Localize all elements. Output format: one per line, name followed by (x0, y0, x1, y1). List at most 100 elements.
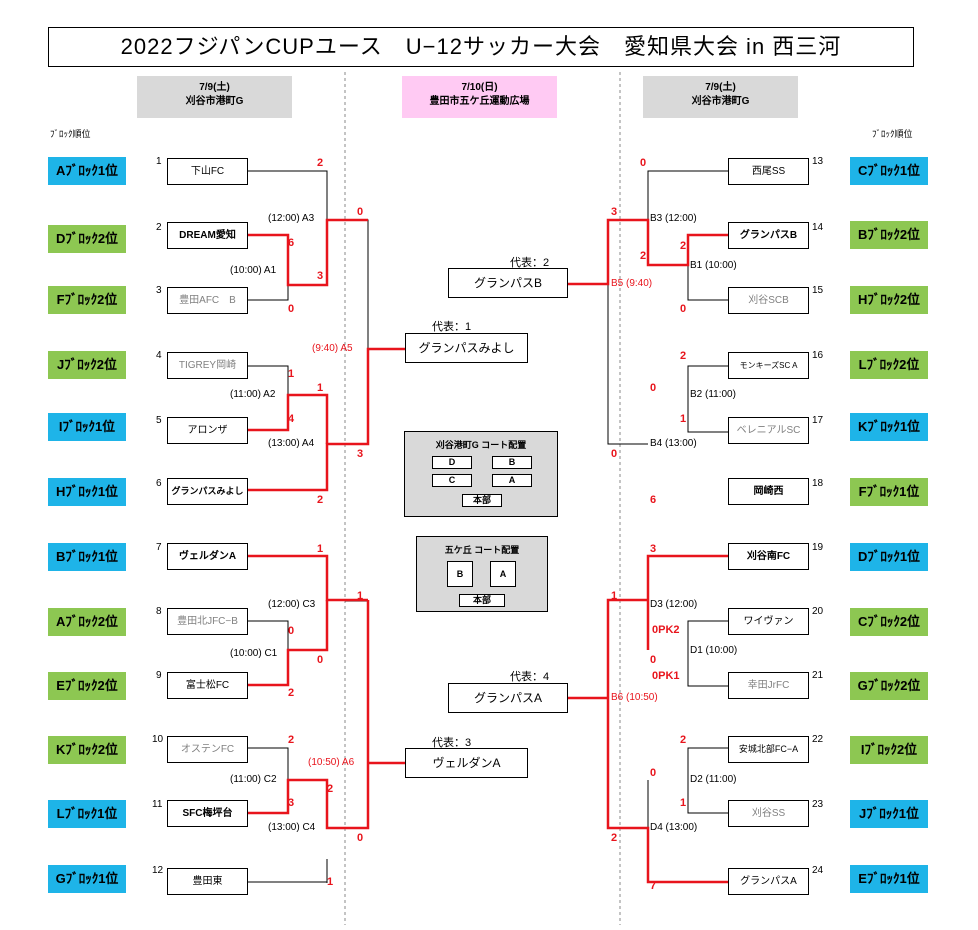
court-hq: 本部 (459, 594, 505, 607)
score: 1 (680, 413, 687, 425)
seed-left-2: Dﾌﾞﾛｯｸ2位 (48, 225, 126, 253)
court-map-title: 五ケ丘 コート配置 (444, 545, 520, 555)
seed-left-6: Hﾌﾞﾛｯｸ1位 (48, 478, 126, 506)
match-label-a4: (13:00) A4 (268, 438, 315, 449)
team-num: 8 (156, 606, 162, 617)
score: 0 (680, 303, 687, 315)
rep-team-2: グランパスB (448, 268, 568, 298)
team-box-15: 刈谷SCB (728, 287, 809, 314)
match-label-b3: B3 (12:00) (650, 213, 697, 224)
seed-left-4: Jﾌﾞﾛｯｸ2位 (48, 351, 126, 379)
score: 3 (357, 448, 364, 460)
team-num: 18 (812, 478, 824, 489)
score: 0 (611, 448, 618, 460)
block-rank-label-left: ﾌﾞﾛｯｸ順位 (50, 129, 91, 139)
team-num: 5 (156, 415, 162, 426)
seed-left-7: Bﾌﾞﾛｯｸ1位 (48, 543, 126, 571)
match-label-a2: (11:00) A2 (230, 389, 276, 400)
team-box-12: 豊田東 (167, 868, 248, 895)
team-num: 6 (156, 478, 162, 489)
match-label-c2: (11:00) C2 (230, 774, 277, 785)
seed-right-9: Gﾌﾞﾛｯｸ2位 (850, 672, 928, 700)
team-box-4: TIGREY岡崎 (167, 352, 248, 379)
seed-left-5: Iﾌﾞﾛｯｸ1位 (48, 413, 126, 441)
venue-left-place: 刈谷市港町G (185, 96, 244, 107)
rep-label-3: 代表：3 (432, 737, 472, 749)
team-box-3: 豊田AFC B (167, 287, 248, 314)
match-label-c1: (10:00) C1 (230, 648, 278, 659)
court-map-gokagaoka: 五ケ丘 コート配置 B A 本部 (416, 536, 548, 612)
seed-left-9: Eﾌﾞﾛｯｸ2位 (48, 672, 126, 700)
score: 2 (288, 734, 295, 746)
court-hq: 本部 (462, 494, 502, 507)
block-rank-label-right: ﾌﾞﾛｯｸ順位 (872, 129, 913, 139)
score: 1 (288, 368, 295, 380)
match-label-b5: B5 (9:40) (611, 278, 653, 289)
score: 0 (640, 157, 647, 169)
score: 0 (317, 654, 324, 666)
team-box-17: ベレニアルSC (728, 417, 809, 444)
team-box-22: 安城北部FC−A (728, 736, 809, 763)
match-label-d1: D1 (10:00) (690, 645, 738, 656)
score: 6 (650, 494, 657, 506)
venue-center: 7/10(日) 豊田市五ケ丘運動広場 (402, 76, 557, 118)
team-num: 14 (812, 222, 824, 233)
seed-left-10: Kﾌﾞﾛｯｸ2位 (48, 736, 126, 764)
score: 0 (650, 654, 657, 666)
score: 0 (357, 832, 364, 844)
score: 2 (288, 687, 295, 699)
team-box-11: SFC梅坪台 (167, 800, 248, 827)
score: 0 (650, 767, 657, 779)
match-label-a1: (10:00) A1 (230, 265, 277, 276)
team-num: 12 (152, 865, 164, 876)
team-box-19: 刈谷南FC (728, 543, 809, 570)
match-label-b6: B6 (10:50) (611, 692, 658, 703)
team-box-24: グランパスA (728, 868, 809, 895)
score: 0 (288, 625, 295, 637)
team-num: 7 (156, 542, 162, 553)
team-box-18: 岡崎西 (728, 478, 809, 505)
match-label-c4: (13:00) C4 (268, 822, 316, 833)
score: 3 (611, 206, 618, 218)
match-label-d2: D2 (11:00) (690, 774, 737, 785)
rep-label-1: 代表：1 (432, 321, 472, 333)
score: 0PK1 (652, 670, 680, 682)
team-box-6: グランパスみよし (167, 478, 248, 505)
score: 2 (680, 350, 687, 362)
team-num: 2 (156, 222, 162, 233)
team-num: 21 (812, 670, 824, 681)
score: 7 (650, 880, 657, 892)
venue-right-date: 7/9(土) (705, 82, 736, 93)
seed-right-12: Eﾌﾞﾛｯｸ1位 (850, 865, 928, 893)
court-map-kariya: 刈谷港町G コート配置 D B C A 本部 (404, 431, 558, 517)
seed-right-8: Cﾌﾞﾛｯｸ2位 (850, 608, 928, 636)
team-num: 15 (812, 285, 824, 296)
score: 2 (317, 157, 324, 169)
venue-center-date: 7/10(日) (461, 82, 498, 93)
page-title: 2022フジパンCUPユース U−12サッカー大会 愛知県大会 in 西三河 (48, 27, 914, 67)
score: 0 (650, 382, 657, 394)
team-box-9: 富士松FC (167, 672, 248, 699)
venue-center-place: 豊田市五ケ丘運動広場 (429, 96, 530, 107)
score: 0PK2 (652, 624, 680, 636)
team-box-16: モンキーズSC A (728, 352, 809, 379)
match-label-c3: (12:00) C3 (268, 599, 316, 610)
rep-label-2: 代表：2 (510, 257, 550, 269)
team-num: 1 (156, 156, 162, 167)
team-num: 3 (156, 285, 162, 296)
court-a: A (492, 474, 532, 487)
score: 2 (640, 250, 647, 262)
team-box-20: ワイヴァン (728, 608, 809, 635)
team-box-10: オステンFC (167, 736, 248, 763)
rep-team-4: グランパスA (448, 683, 568, 713)
seed-left-12: Gﾌﾞﾛｯｸ1位 (48, 865, 126, 893)
score: 4 (288, 413, 295, 425)
team-box-2: DREAM愛知 (167, 222, 248, 249)
seed-left-3: Fﾌﾞﾛｯｸ2位 (48, 286, 126, 314)
score: 0 (288, 303, 295, 315)
team-box-8: 豊田北JFC−B (167, 608, 248, 635)
seed-left-11: Lﾌﾞﾛｯｸ1位 (48, 800, 126, 828)
match-label-d4: D4 (13:00) (650, 822, 698, 833)
match-label-a5: (9:40) A5 (312, 343, 353, 354)
